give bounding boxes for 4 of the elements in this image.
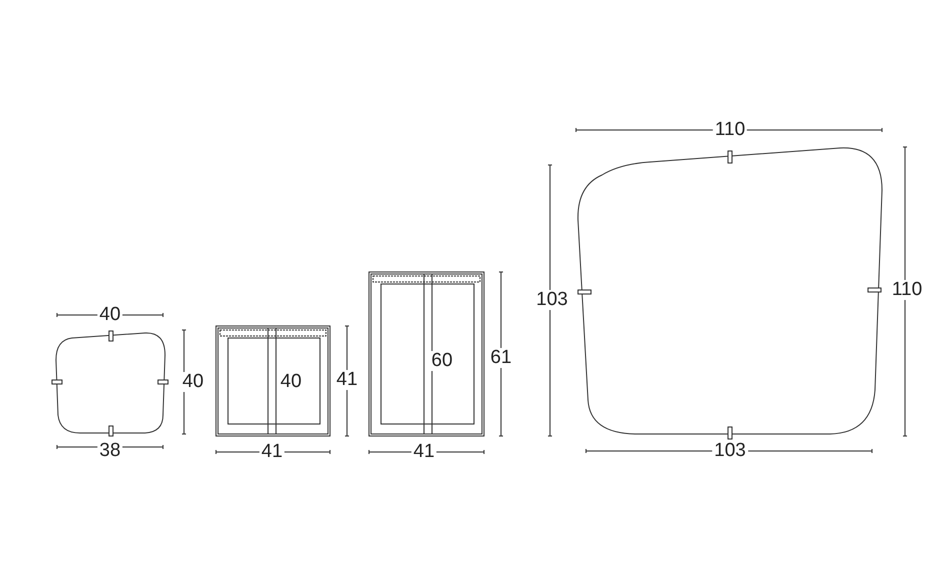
dimension-label: 61 [488,348,514,368]
dimension-label: 41 [334,370,360,390]
dimension-label: 40 [180,372,206,392]
dimension-label: 60 [429,351,455,371]
